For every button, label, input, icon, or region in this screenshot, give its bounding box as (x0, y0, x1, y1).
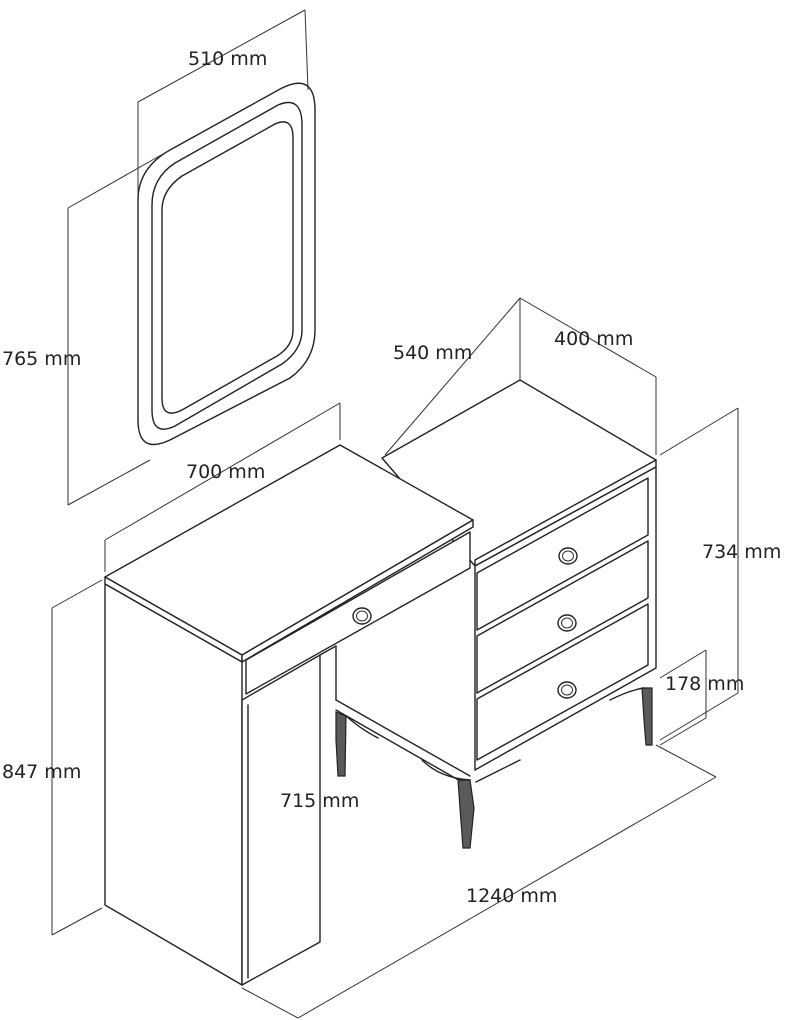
drawer-3-knob (557, 681, 577, 699)
mirror (137, 82, 316, 446)
dim-mirror-height: 765 mm (2, 348, 81, 370)
dimension-lines (51, 9, 739, 1019)
dim-chest-height: 734 mm (702, 541, 781, 563)
drawer-2-knob (557, 614, 577, 632)
drawer-1-knob (558, 547, 578, 565)
mirror-frame-outer (137, 82, 316, 446)
dim-top-depth: 540 mm (393, 342, 472, 364)
desk-leg-back (335, 711, 347, 777)
drawer-3 (476, 603, 649, 761)
dim-knee-height: 715 mm (280, 790, 359, 812)
dim-chest-depth: 400 mm (554, 328, 633, 350)
dim-desk-width: 700 mm (186, 461, 265, 483)
drawer-2 (476, 540, 649, 694)
dim-total-height: 847 mm (2, 761, 81, 783)
desk-top-edge-right (241, 519, 474, 663)
dim-mirror-width: 510 mm (188, 48, 267, 70)
mirror-frame-inner (151, 101, 303, 430)
dim-total-width: 1240 mm (466, 885, 557, 907)
mirror-glass (161, 121, 294, 414)
desk-front-panel (241, 654, 321, 986)
desk-drawer-knob (352, 607, 372, 625)
dim-leg-height: 178 mm (665, 673, 744, 695)
chest-leg-right (641, 687, 653, 746)
chest-leg-front (457, 779, 475, 849)
desk (104, 444, 474, 986)
